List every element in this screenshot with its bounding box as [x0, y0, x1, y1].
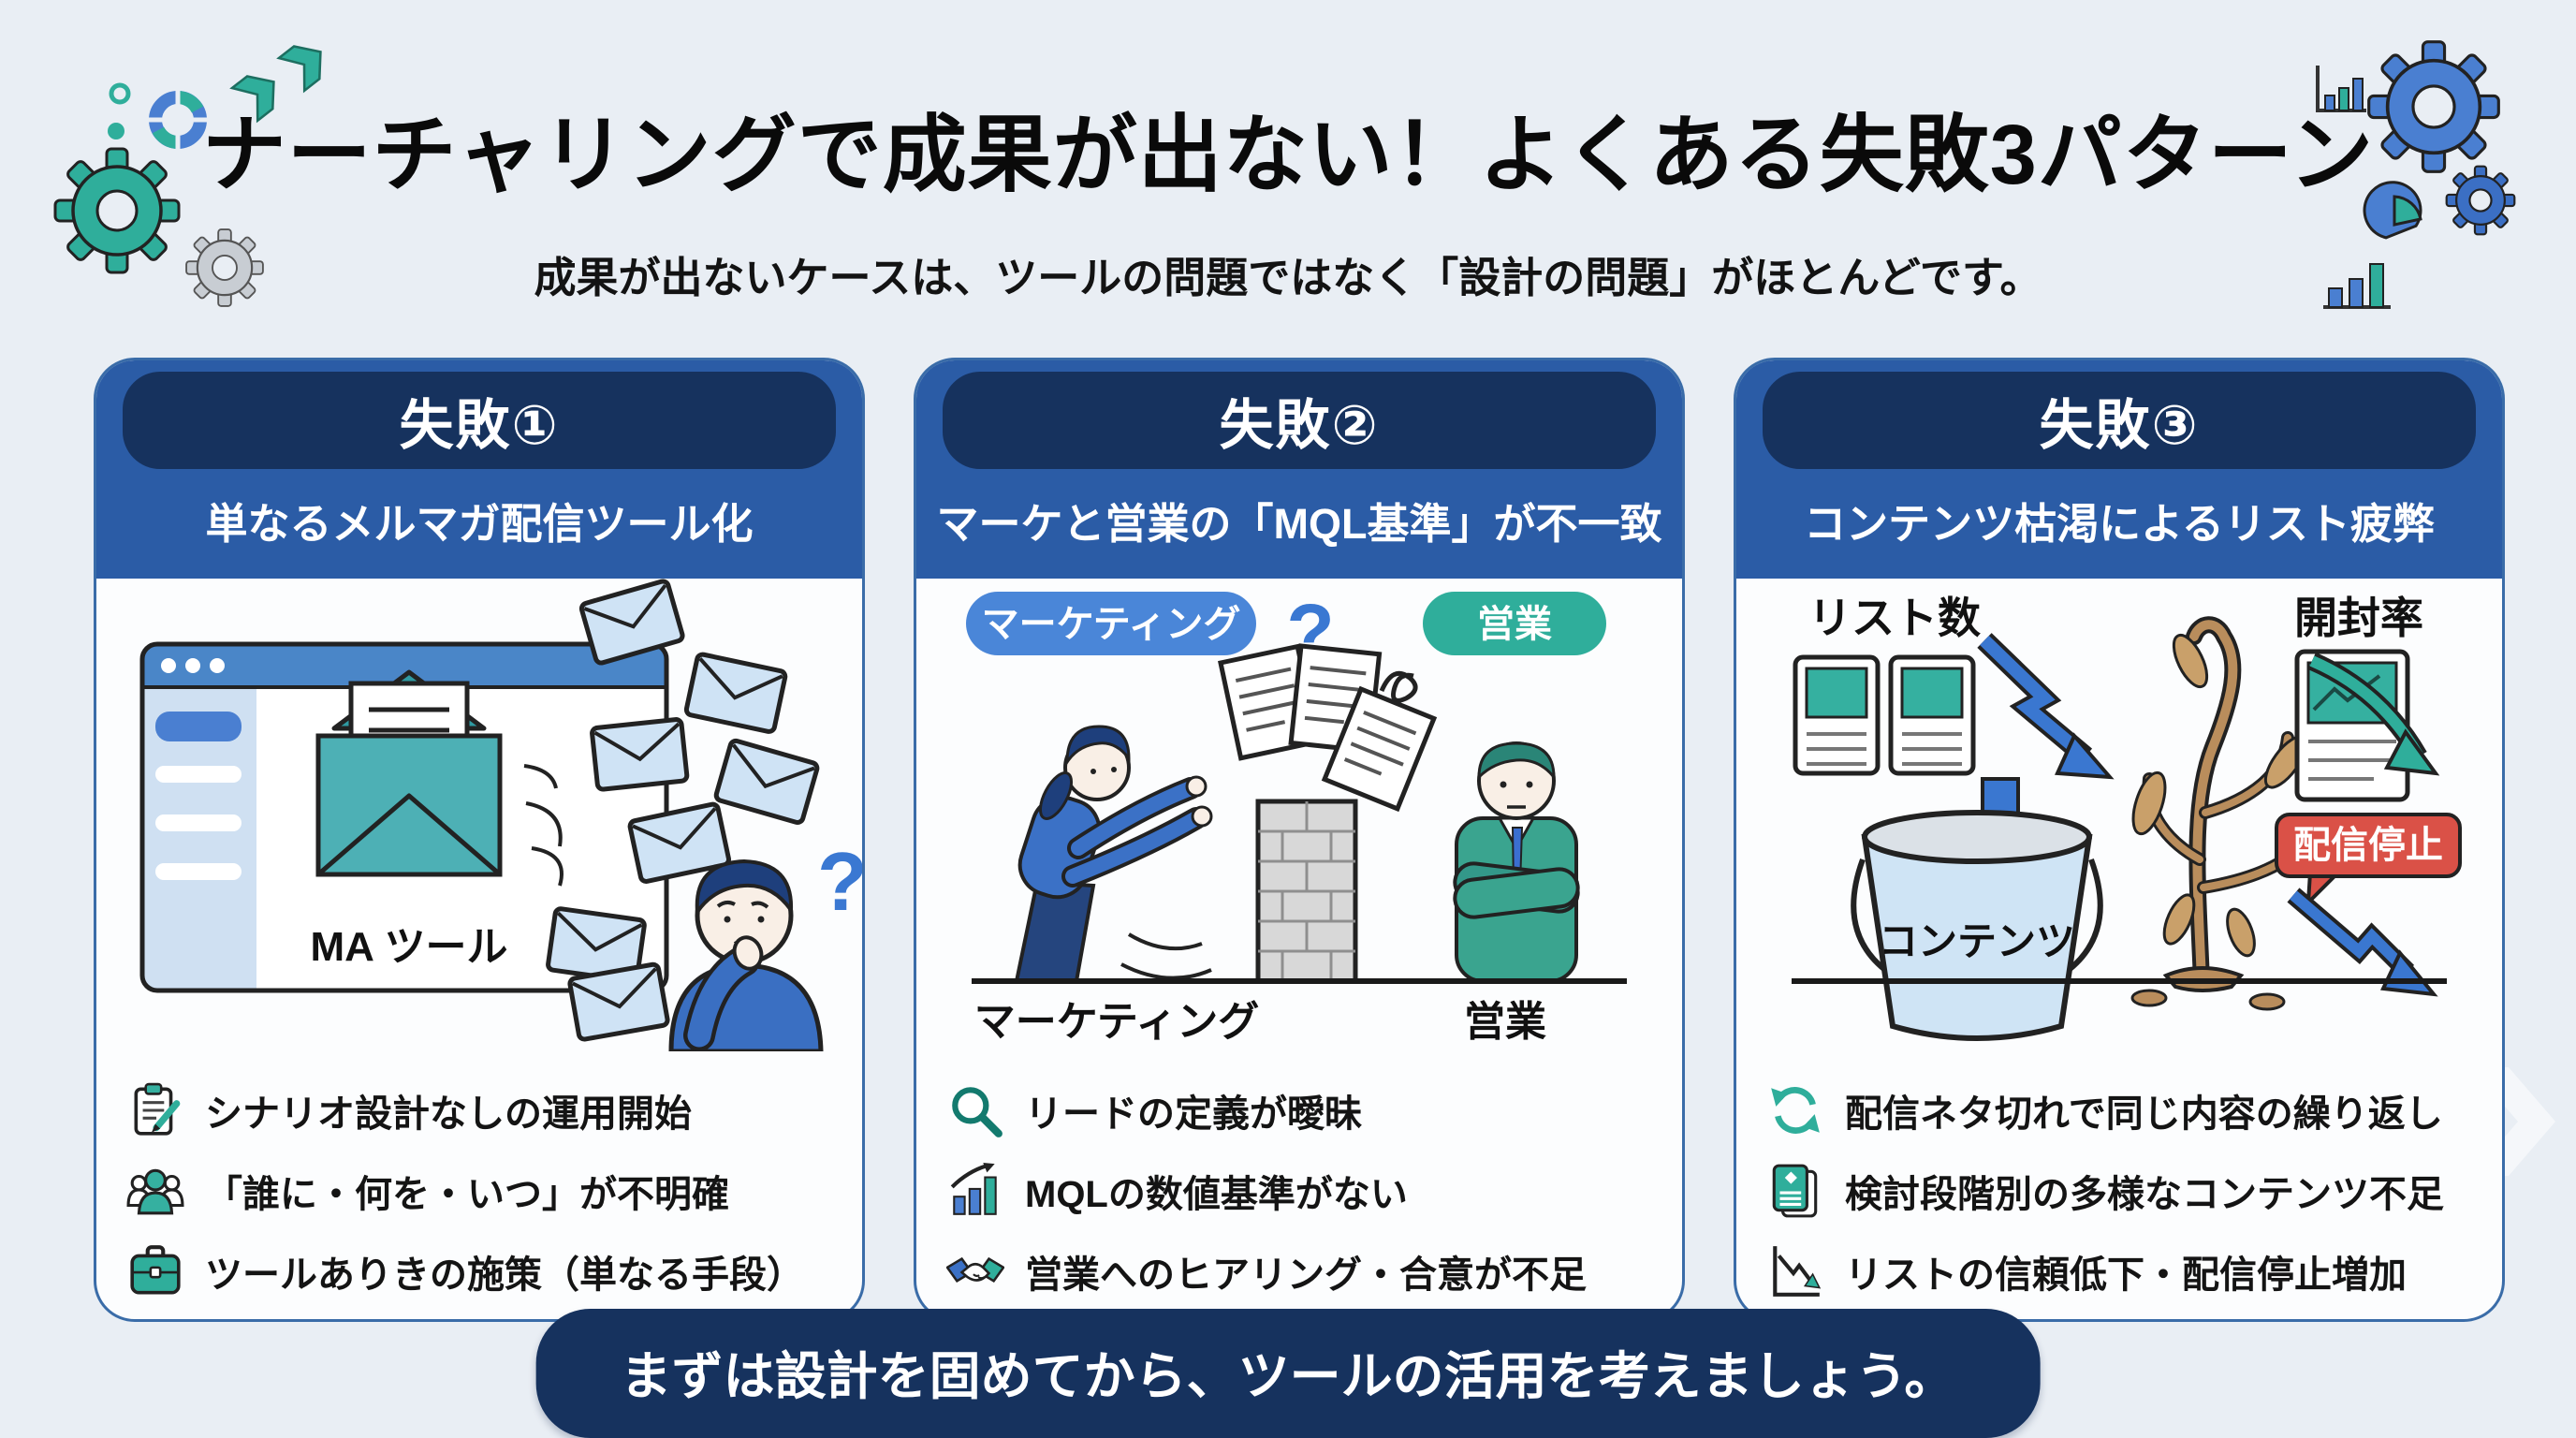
bullet-item: ツールありきの施策（単なる手段） [126, 1242, 832, 1300]
bar-chart-icon [2323, 263, 2391, 309]
bullet-text: 営業へのヒアリング・合意が不足 [1025, 1255, 1587, 1296]
card-failure-1: 失敗① 単なるメルマガ配信ツール化 [94, 358, 865, 1322]
thrown-documents [1218, 643, 1438, 813]
sales-ground-label: 営業 [1464, 999, 1546, 1045]
card1-illustration: MA ツール [96, 579, 862, 1051]
card2-bullets: リードの定義が曖昧 MQLの数値基準がない [916, 1059, 1682, 1300]
question-mark: ? [817, 835, 862, 928]
confused-person: ? [668, 835, 862, 1051]
donut-chart-icon [146, 88, 210, 152]
bullet-text: ツールありきの施策（単なる手段） [205, 1255, 804, 1296]
bullet-item: MQLの数値基準がない [946, 1162, 1652, 1220]
unsubscribe-label: 配信停止 [2293, 825, 2443, 866]
open-envelope [315, 669, 503, 877]
bullet-text: MQLの数値基準がない [1025, 1174, 1408, 1215]
bullet-text: 配信ネタ切れで同じ内容の繰り返し [1845, 1093, 2443, 1135]
pie-chart-icon [2363, 181, 2422, 240]
marketing-pill-label: マーケティング [982, 604, 1241, 645]
sales-person [1453, 741, 1580, 983]
conclusion-banner: まずは設計を固めてから、ツールの活用を考えましょう。 [535, 1309, 2041, 1438]
ma-tool-label: MA ツール [310, 924, 507, 970]
marketer-person [1014, 725, 1213, 983]
bullet-item: 検討段階別の多様なコンテンツ不足 [1766, 1162, 2472, 1220]
bullet-item: リストの信頼低下・配信停止増加 [1766, 1242, 2472, 1300]
refresh-icon [1766, 1081, 1824, 1139]
handshake-icon [946, 1242, 1004, 1300]
contents-label: コンテンツ [1879, 919, 2075, 963]
list-decline-arrow [1977, 633, 2115, 780]
open-rate-decline-arrow [2307, 652, 2440, 776]
header: ナーチャリングで成果が出ない！よくある失敗3パターン 成果が出ないケースは、ツー… [0, 0, 2576, 304]
annoyed-squiggle [1379, 670, 1418, 703]
bullet-item: リードの定義が曖昧 [946, 1081, 1652, 1139]
cards-row: 失敗① 単なるメルマガ配信ツール化 [94, 358, 2505, 1322]
bullet-item: シナリオ設計なしの運用開始 [126, 1081, 832, 1139]
briefcase-icon [126, 1242, 184, 1300]
bullet-text: 検討段階別の多様なコンテンツ不足 [1845, 1174, 2444, 1215]
decor-top-left [53, 45, 322, 307]
list-documents [1793, 654, 1976, 776]
bullet-text: シナリオ設計なしの運用開始 [205, 1093, 692, 1135]
sales-pill [1423, 592, 1606, 655]
chevron-icon [2471, 1067, 2555, 1176]
ring-icon [109, 82, 131, 105]
list-count-label: リスト数 [1808, 594, 1981, 642]
send-motion-lines [523, 764, 564, 887]
card3-illustration: リスト数 [1736, 579, 2502, 1051]
card1-header: 失敗① 単なるメルマガ配信ツール化 [96, 360, 862, 579]
card2-header: 失敗② マーケと営業の「MQL基準」が不一致 [916, 360, 1682, 579]
team-icon [126, 1162, 184, 1220]
card3-heading: コンテンツ枯渇によるリスト疲弊 [1804, 500, 2435, 548]
card3-bullets: 配信ネタ切れで同じ内容の繰り返し 検討段階別の多様なコンテンツ不足 [1736, 1059, 2502, 1300]
bar-chart-icon [2316, 66, 2366, 112]
bullet-item: 「誰に・何を・いつ」が不明確 [126, 1162, 832, 1220]
card3-header: 失敗③ コンテンツ枯渇によるリスト疲弊 [1736, 360, 2502, 579]
card2-heading: マーケと営業の「MQL基準」が不一致 [936, 500, 1662, 548]
gear-icon [53, 147, 181, 274]
declining-chart-icon [1766, 1242, 1824, 1300]
bullet-text: リストの信頼低下・配信停止増加 [1845, 1255, 2407, 1296]
gear-icon [2445, 165, 2516, 236]
card-failure-2: 失敗② マーケと営業の「MQL基準」が不一致 マーケティング 営業 ? [914, 358, 1685, 1322]
bullet-item: 営業へのヒアリング・合意が不足 [946, 1242, 1652, 1300]
bullet-item: 配信ネタ切れで同じ内容の繰り返し [1766, 1081, 2472, 1139]
gear-icon [2367, 40, 2500, 173]
brick-wall [1255, 799, 1358, 984]
magnifier-icon [946, 1081, 1004, 1139]
page-title: ナーチャリングで成果が出ない！よくある失敗3パターン [201, 109, 2375, 202]
sales-pill-label: 営業 [1477, 604, 1552, 645]
flying-envelopes [546, 579, 820, 1042]
card2-badge: 失敗② [943, 372, 1656, 469]
gear-icon [185, 228, 264, 307]
unsubscribe-bubble: 配信停止 [2275, 813, 2462, 908]
card1-bullets: シナリオ設計なしの運用開始 「誰に・何を・いつ」が不明確 [96, 1059, 862, 1300]
card2-illustration: マーケティング 営業 ? [916, 579, 1682, 1051]
card1-heading: 単なるメルマガ配信ツール化 [205, 500, 754, 548]
documents-stack-icon [1766, 1162, 1824, 1220]
bar-chart-up-icon [946, 1162, 1004, 1220]
decor-top-right [2316, 40, 2516, 309]
contents-bucket: コンテンツ [1851, 810, 2103, 1041]
bullet-text: 「誰に・何を・いつ」が不明確 [205, 1174, 729, 1215]
bullet-text: リードの定義が曖昧 [1025, 1093, 1362, 1135]
dot-icon [108, 123, 124, 139]
card-failure-3: 失敗③ コンテンツ枯渇によるリスト疲弊 リスト数 [1734, 358, 2505, 1322]
card3-badge: 失敗③ [1763, 372, 2476, 469]
page-subtitle: 成果が出ないケースは、ツールの問題ではなく「設計の問題」がほとんどです。 [534, 254, 2042, 301]
open-rate-label: 開封率 [2294, 594, 2423, 642]
card1-badge: 失敗① [123, 372, 836, 469]
chevron-icon [229, 45, 322, 124]
clipboard-pen-icon [126, 1081, 184, 1139]
marketing-ground-label: マーケティング [974, 999, 1259, 1045]
marketing-pill [966, 592, 1256, 655]
